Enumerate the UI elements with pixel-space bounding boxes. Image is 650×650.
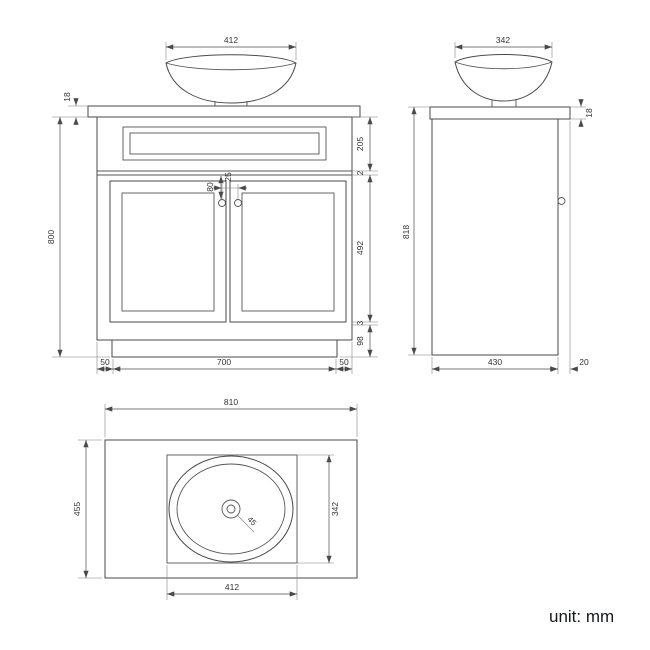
side-basin-base <box>491 100 517 107</box>
front-top-panel <box>122 126 327 161</box>
front-countertop <box>87 105 361 118</box>
front-top-section-dim: 205 <box>355 137 365 151</box>
front-cabinet <box>96 116 353 341</box>
top-depth-dim: 455 <box>72 502 82 516</box>
top-basin-depth-dim: 342 <box>330 502 340 516</box>
front-top-panel-inner <box>129 132 320 155</box>
front-right-knob <box>234 199 242 207</box>
side-height-dim: 818 <box>401 225 411 239</box>
unit-label: unit: mm <box>549 607 614 626</box>
front-basin-bowl <box>165 54 297 104</box>
front-bottom-gap-dim: 3 <box>356 320 365 325</box>
top-extension-lines <box>78 404 358 600</box>
side-counter-thickness-dim: 18 <box>584 108 594 118</box>
front-view: 412 18 800 205 2 492 3 98 80 25 50 700 5… <box>46 35 378 374</box>
front-knob-spacing-dim: 25 <box>223 172 233 182</box>
top-drain-leader-line <box>236 514 255 533</box>
side-overhang-dim: 20 <box>579 357 589 367</box>
top-drain-inner <box>226 504 236 514</box>
top-basin-outer-rim <box>168 455 294 563</box>
front-extension-lines <box>52 42 378 374</box>
side-cabinet <box>431 118 559 356</box>
front-height-dim: 800 <box>46 230 56 244</box>
front-basin-base <box>214 101 248 106</box>
front-right-stile-dim: 50 <box>339 357 349 367</box>
side-basin-rim <box>454 61 553 70</box>
front-right-door-panel <box>241 192 335 312</box>
side-basin-bowl <box>454 54 553 102</box>
front-knob-drop-dim: 80 <box>205 182 215 192</box>
top-countertop <box>104 439 358 579</box>
front-counter-thickness-dim: 18 <box>62 92 72 102</box>
side-countertop <box>429 106 571 120</box>
side-extension-lines <box>408 42 586 374</box>
front-plinth-dim: 98 <box>355 336 365 346</box>
front-right-door <box>229 180 347 323</box>
front-left-knob <box>218 199 226 207</box>
front-door-span-dim: 700 <box>217 357 231 367</box>
top-drain-outer <box>221 499 241 519</box>
front-basin-rim <box>165 62 297 71</box>
front-rails <box>97 170 352 176</box>
front-plinth <box>111 340 338 358</box>
front-left-stile-dim: 50 <box>100 357 110 367</box>
top-view: 810 455 342 412 45 <box>72 397 358 600</box>
side-knob <box>557 197 566 205</box>
top-drain-dim: 45 <box>245 515 258 528</box>
side-bowl-depth-dim: 342 <box>496 35 510 45</box>
front-left-door-panel <box>121 192 215 312</box>
top-basin-width-dim: 412 <box>225 582 239 592</box>
side-view: 342 18 818 430 20 <box>401 35 594 374</box>
top-basin-inner-rim <box>176 463 286 555</box>
front-left-door <box>109 180 227 323</box>
top-basin-cutout-box <box>166 454 298 564</box>
front-door-height-dim: 492 <box>355 241 365 255</box>
front-top-gap-dim: 2 <box>356 170 365 175</box>
top-width-dim: 810 <box>224 397 238 407</box>
side-depth-dim: 430 <box>488 357 502 367</box>
front-bowl-width-dim: 412 <box>224 35 238 45</box>
